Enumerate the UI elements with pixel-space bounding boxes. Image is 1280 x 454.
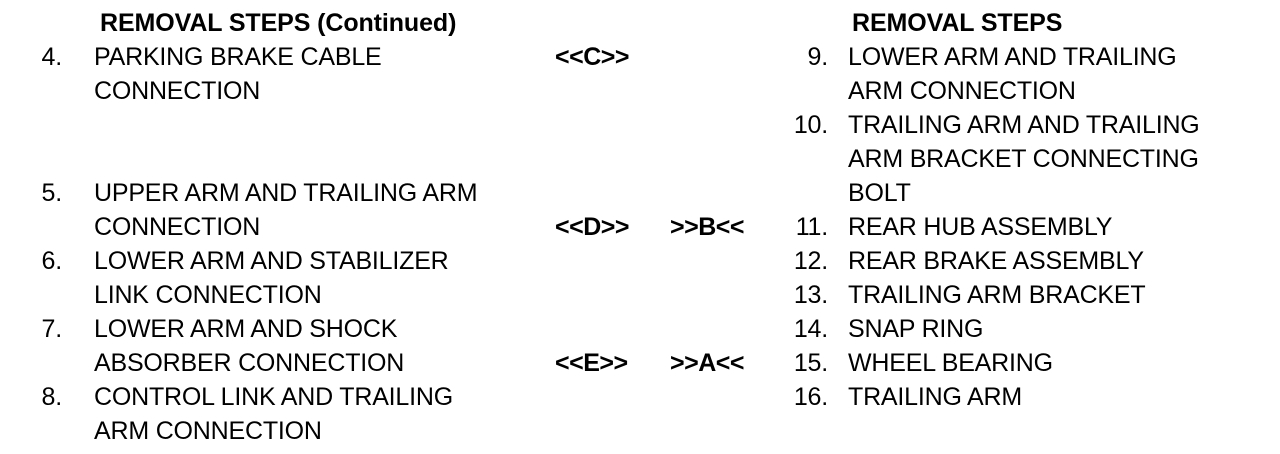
right-step-text-12-line-1: REAR BRAKE ASSEMBLY xyxy=(848,247,1144,275)
reference-marker-b: >>B<< xyxy=(670,213,744,241)
left-step-text-8-line-1: CONTROL LINK AND TRAILING xyxy=(94,383,453,411)
left-step-text-5-line-2: CONNECTION xyxy=(94,213,261,241)
left-step-text-8-line-2: ARM CONNECTION xyxy=(94,417,322,445)
right-step-number-15: 15. xyxy=(793,349,828,377)
right-step-text-10-line-3: BOLT xyxy=(848,179,911,207)
left-column-header: REMOVAL STEPS (Continued) xyxy=(100,9,457,37)
right-step-text-11-line-1: REAR HUB ASSEMBLY xyxy=(848,213,1113,241)
reference-marker-d: <<D>> xyxy=(555,213,629,241)
left-step-text-6-line-2: LINK CONNECTION xyxy=(94,281,322,309)
right-step-text-14-line-1: SNAP RING xyxy=(848,315,984,343)
left-step-text-4-line-2: CONNECTION xyxy=(94,77,261,105)
right-step-text-15-line-1: WHEEL BEARING xyxy=(848,349,1053,377)
right-step-text-16-line-1: TRAILING ARM xyxy=(848,383,1023,411)
reference-marker-e: <<E>> xyxy=(555,349,628,377)
right-step-number-12: 12. xyxy=(793,247,828,275)
right-step-text-10-line-2: ARM BRACKET CONNECTING xyxy=(848,145,1199,173)
left-step-number-8: 8. xyxy=(41,383,63,411)
reference-marker-a: >>A<< xyxy=(670,349,744,377)
left-step-number-4: 4. xyxy=(41,43,63,71)
right-step-number-11: 11. xyxy=(795,213,829,241)
left-step-text-5-line-1: UPPER ARM AND TRAILING ARM xyxy=(94,179,478,207)
right-step-text-10-line-1: TRAILING ARM AND TRAILING xyxy=(848,111,1200,139)
right-step-number-16: 16. xyxy=(793,383,828,411)
right-step-text-9-line-1: LOWER ARM AND TRAILING xyxy=(848,43,1177,71)
right-step-number-10: 10. xyxy=(793,111,828,139)
left-step-text-4-line-1: PARKING BRAKE CABLE xyxy=(94,43,382,71)
right-step-text-9-line-2: ARM CONNECTION xyxy=(848,77,1076,105)
left-step-number-7: 7. xyxy=(41,315,63,343)
right-column-header: REMOVAL STEPS xyxy=(852,9,1063,37)
left-step-number-6: 6. xyxy=(41,247,63,275)
right-step-number-14: 14. xyxy=(793,315,828,343)
left-step-number-5: 5. xyxy=(41,179,63,207)
left-step-text-7-line-2: ABSORBER CONNECTION xyxy=(94,349,405,377)
right-step-number-9: 9. xyxy=(807,43,829,71)
left-step-text-6-line-1: LOWER ARM AND STABILIZER xyxy=(94,247,449,275)
right-step-number-13: 13. xyxy=(793,281,828,309)
reference-marker-c: <<C>> xyxy=(555,43,629,71)
right-step-text-13-line-1: TRAILING ARM BRACKET xyxy=(848,281,1146,309)
left-step-text-7-line-1: LOWER ARM AND SHOCK xyxy=(94,315,398,343)
